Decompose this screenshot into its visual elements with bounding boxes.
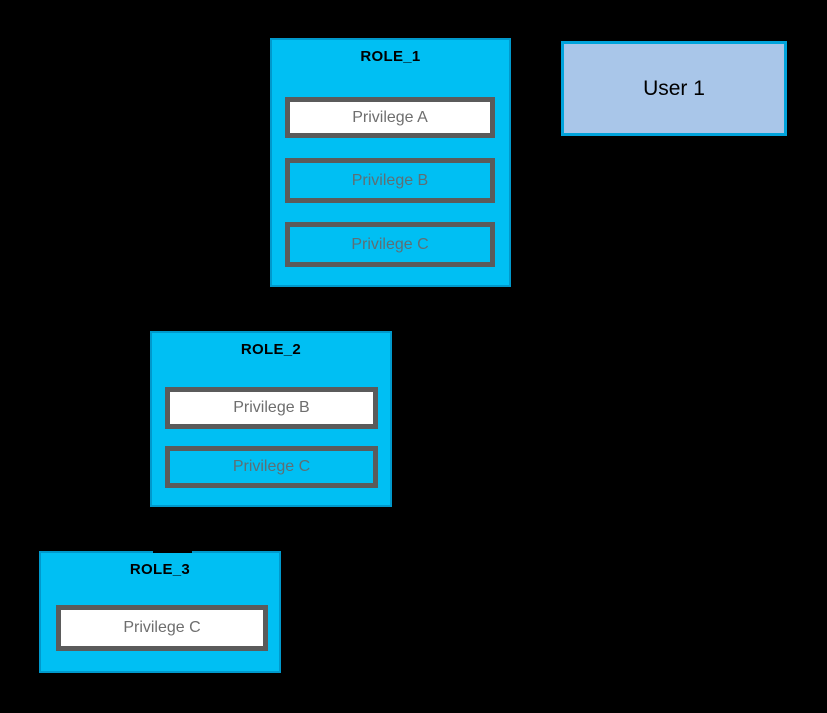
user-box: User 1 (561, 41, 787, 136)
privilege-box: Privilege A (285, 97, 495, 138)
privilege-box: Privilege C (165, 446, 378, 488)
privilege-label: Privilege C (123, 619, 201, 636)
privilege-label: Privilege C (351, 235, 429, 253)
role-box-role-3: ROLE_3 Privilege C (39, 551, 281, 673)
privilege-label: Privilege B (351, 171, 429, 189)
privilege-label: Privilege B (233, 399, 310, 416)
arrowhead-fragment (153, 549, 192, 553)
role-box-role-2: ROLE_2 Privilege B Privilege C (150, 331, 392, 507)
role-box-role-1: ROLE_1 Privilege A Privilege B Privilege… (270, 38, 511, 287)
role-title: ROLE_1 (360, 48, 421, 65)
privilege-label: Privilege A (352, 108, 428, 126)
privilege-box: Privilege B (285, 158, 495, 203)
privilege-box: Privilege B (165, 387, 378, 429)
role-title: ROLE_2 (240, 341, 302, 358)
privilege-label: Privilege C (232, 458, 311, 475)
privilege-box: Privilege C (285, 222, 495, 267)
user-label: User 1 (643, 76, 705, 100)
privilege-box: Privilege C (56, 605, 268, 651)
role-title: ROLE_3 (129, 561, 191, 578)
